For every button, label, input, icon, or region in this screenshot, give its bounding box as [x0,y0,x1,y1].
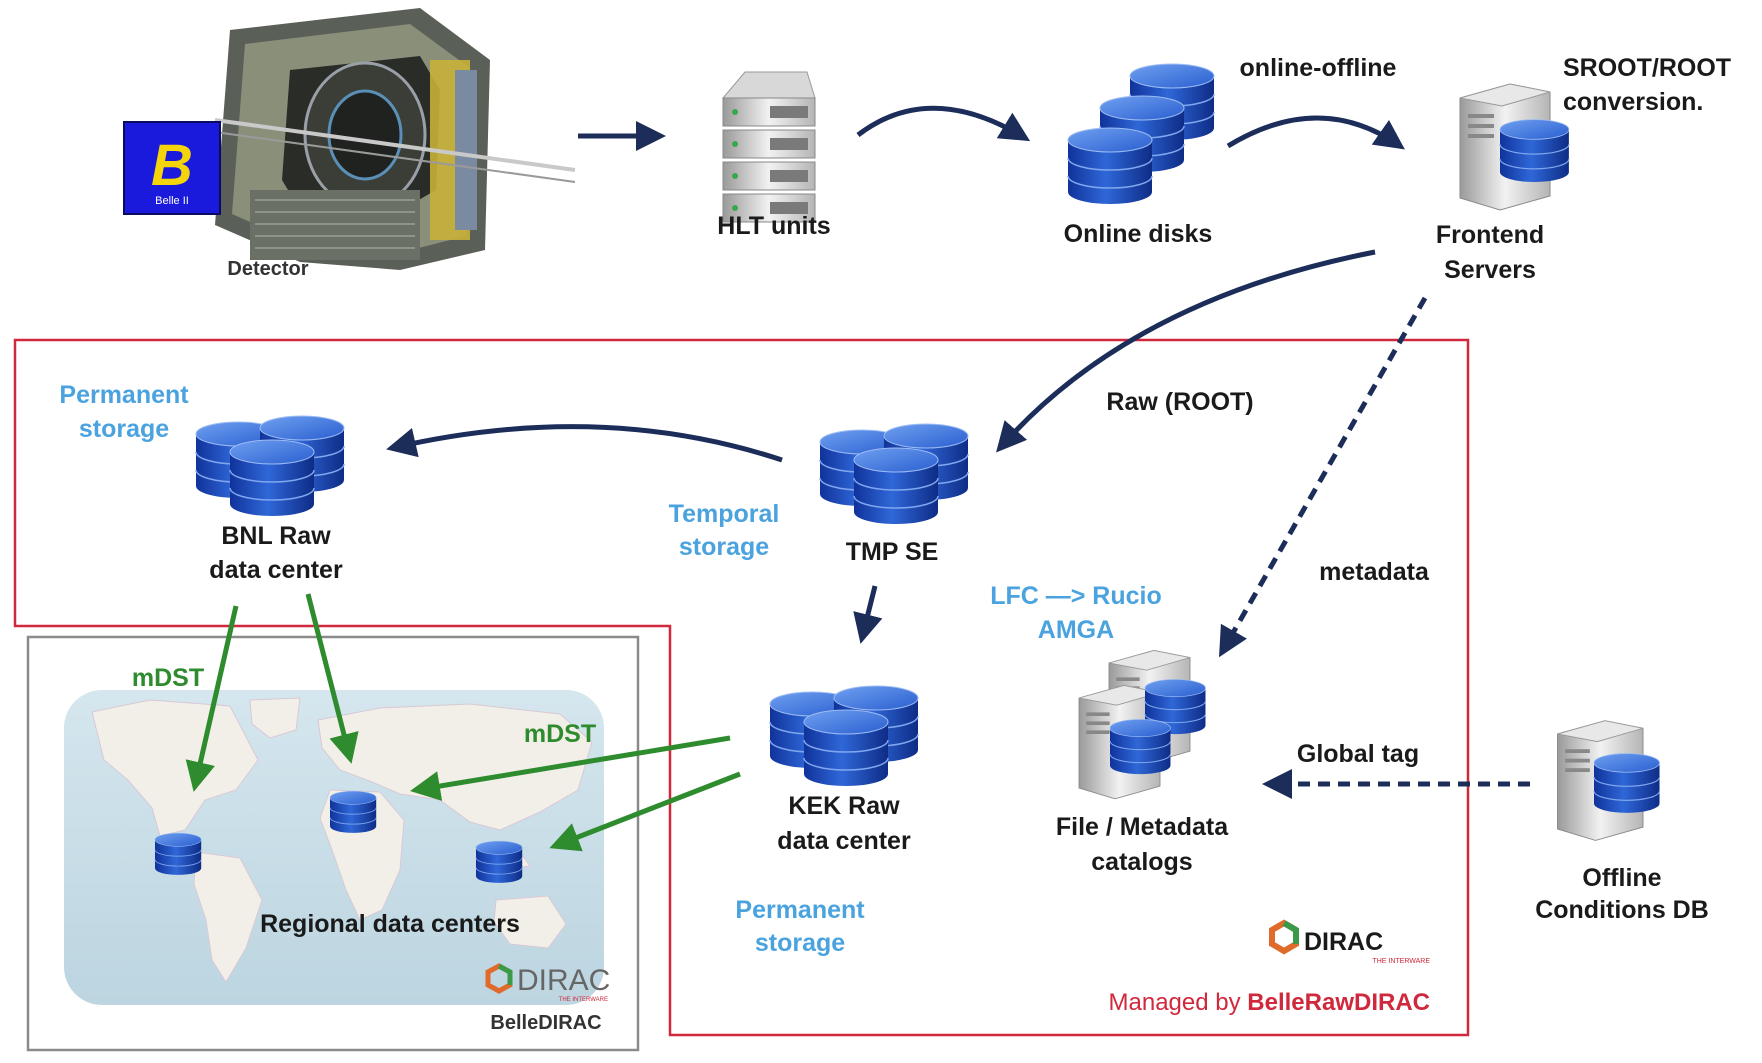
label-offline-1: Offline [1582,864,1661,892]
label-belledirac: BelleDIRAC [490,1012,601,1034]
world-map-icon [64,690,604,1005]
label-permanent-storage-1: Permanent [59,381,189,409]
label-kek-permanent-1: Permanent [735,896,865,924]
label-managed-name: BelleRawDIRAC [1247,989,1430,1016]
label-lfc-rucio: LFC —> Rucio [990,582,1162,610]
arrow-hlt-disks [856,105,1031,142]
label-sroot-1: SROOT/ROOT [1563,54,1731,82]
tmp-se-database-icon [820,424,968,524]
arrow-frontend-catalog [1219,296,1428,658]
label-kek-permanent-2: storage [755,929,845,957]
arrow-tmpse-kek [853,585,883,644]
label-bnl-1: BNL Raw [221,522,331,550]
dirac-logo-icon: DIRAC THE INTERWARE [1269,919,1430,965]
kek-database-icon [770,686,918,786]
online-disks-icon [1067,63,1215,205]
dirac-logo-text: DIRAC [517,964,610,997]
frontend-server-icon [1459,83,1570,211]
dirac-logo-icon: DIRAC THE INTERWARE [485,963,610,1003]
label-mdst-kek: mDST [524,720,596,748]
label-catalog-2: catalogs [1091,848,1192,876]
label-kek-1: KEK Raw [788,792,900,820]
label-managed-by: Managed by BelleRawDIRAC [1109,989,1430,1016]
label-global-tag: Global tag [1297,740,1419,768]
label-temporal-storage-1: Temporal [669,500,780,528]
label-mdst-bnl: mDST [132,664,204,692]
detector-image [214,8,576,270]
label-regional: Regional data centers [260,910,520,938]
label-temporal-storage-2: storage [679,533,769,561]
server-rack-icon [721,71,816,223]
label-amga: AMGA [1038,616,1114,644]
label-metadata: metadata [1319,558,1430,586]
managed-region-box [13,338,1470,1037]
dirac-logo-tagline: THE INTERWARE [1372,958,1430,965]
label-frontend-1: Frontend [1436,221,1544,249]
label-kek-2: data center [777,827,911,855]
label-frontend-2: Servers [1444,256,1536,284]
label-catalog-1: File / Metadata [1056,813,1229,841]
arrow-bnl-europe [305,593,359,764]
belle-logo-text: Belle II [155,195,189,207]
label-offline-2: Conditions DB [1535,896,1709,924]
label-managed-prefix: Managed by [1109,989,1248,1016]
label-raw-root: Raw (ROOT) [1106,388,1253,416]
arrow-kek-asia [549,771,741,852]
arrow-tmpse-bnl [386,424,783,463]
offline-db-server-icon [1557,720,1661,841]
arrow-frontend-tmpse [996,249,1376,453]
label-detector: Detector [227,258,308,280]
arrow-kek-europe [410,735,731,801]
label-bnl-2: data center [209,556,343,584]
label-permanent-storage-2: storage [79,415,169,443]
svg-text:B: B [151,133,193,198]
label-hlt: HLT units [717,212,830,240]
label-online-offline: online-offline [1240,54,1397,82]
catalog-server-icon [1078,649,1207,800]
label-sroot-2: conversion. [1563,88,1703,116]
belle-logo-icon: B Belle II [123,121,221,215]
bnl-database-icon [196,416,344,516]
arrow-disks-frontend [1226,115,1405,150]
dirac-logo-tagline: THE INTERWARE [559,997,608,1003]
dirac-logo-text: DIRAC [1304,928,1383,956]
label-tmp-se: TMP SE [846,538,939,566]
belledirac-region-box [26,635,640,1052]
arrow-bnl-america [185,605,239,792]
label-online-disks: Online disks [1064,220,1213,248]
